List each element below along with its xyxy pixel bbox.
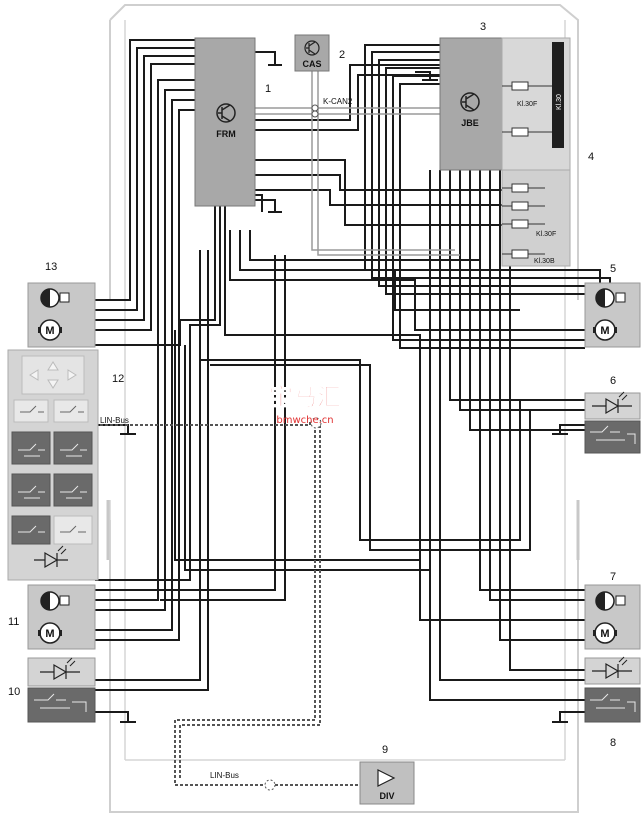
amplifier-icon [377,769,396,787]
div-number: 9 [382,744,388,756]
hall-sensor-icon [59,292,70,303]
window-switch-icon [11,473,51,507]
hall-sensor-icon [59,595,70,606]
fuse-icon [511,219,529,229]
wire-harness [95,39,611,701]
component-10-number: 10 [8,686,20,698]
jbe-label: JBE [461,118,479,128]
svg-text:M: M [45,628,54,640]
fuse-icon [511,183,529,193]
fuse-box-number: 4 [588,151,594,163]
led-icon [592,391,632,415]
div-label: DIV [379,791,394,801]
motor-assembly-11: M [27,584,96,650]
fuse-icon [511,127,529,137]
switch-panel-12 [7,349,99,581]
cas-module: CAS [294,34,330,72]
fuse-box: Kl.30 Kl.30F Kl.30F Kl.30B [501,37,571,267]
kl30f-label-a: Kl.30F [517,101,537,108]
lin-bus-lines [95,420,360,786]
kl30b-label: Kl.30B [534,258,555,265]
window-switch-icon [11,515,51,545]
window-switch-icon [584,687,641,723]
ground-symbols [95,51,585,723]
kl30f-label-b: Kl.30F [536,231,556,238]
fuse-icon [511,81,529,91]
component-13-number: 13 [45,261,57,273]
led-icon [592,656,632,680]
fuse-icon [511,201,529,211]
motor-assembly-13: M [27,282,96,348]
transistor-icon [460,92,480,112]
switch-assembly-6 [584,391,641,454]
lin-bus-left-label: LIN-Bus [100,416,129,425]
led-icon [34,545,68,569]
jbe-module: JBE [439,37,503,171]
switch-assembly-10 [27,657,96,723]
component-5-number: 5 [610,263,616,275]
transistor-icon [304,40,320,56]
component-8-number: 8 [610,737,616,749]
component-11-number: 11 [8,616,19,628]
hall-sensor-icon [615,595,626,606]
component-12-number: 12 [112,373,124,385]
kl30-vertical-label: Kl.30 [556,94,563,110]
switch-assembly-8 [584,656,641,723]
watermark-url: bmwche.cn [276,415,333,426]
fuse-icon [511,249,529,259]
svg-text:M: M [45,325,54,337]
lin-bus-bottom-label: LIN-Bus [210,771,239,780]
cas-number: 2 [339,49,345,61]
mirror-adjust-icon [29,361,77,389]
frm-module: FRM [194,37,256,207]
watermark: 宝马汇 bmwche.cn [269,383,342,426]
window-switch-icon [53,473,93,507]
frm-number: 1 [265,83,271,95]
jbe-number: 3 [480,21,486,33]
kcan2-label: K-CAN2 [323,97,353,106]
window-switch-icon [11,431,51,465]
component-6-number: 6 [610,375,616,387]
svg-text:M: M [600,628,609,640]
window-switch-icon [53,431,93,465]
svg-text:M: M [600,325,609,337]
div-module: DIV [359,761,415,805]
motor-assembly-5: M [584,282,641,348]
led-icon [40,657,80,681]
window-switch-icon [27,687,96,723]
transistor-icon [216,103,236,123]
watermark-title: 宝马汇 [269,383,341,411]
component-7-number: 7 [610,571,616,583]
bus-nodes [311,104,319,118]
frm-label: FRM [216,129,236,139]
cas-label: CAS [302,59,321,69]
motor-assembly-7: M [584,584,641,650]
hall-sensor-icon [615,292,626,303]
window-switch-icon [584,420,641,454]
